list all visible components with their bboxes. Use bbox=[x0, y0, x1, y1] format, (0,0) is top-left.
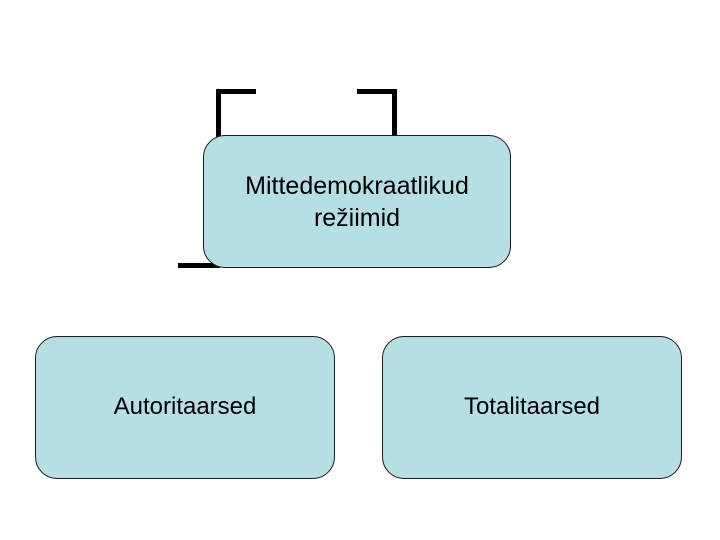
node-top-label: Mittedemokraatlikud režiimid bbox=[245, 171, 469, 232]
node-left-label: Autoritaarsed bbox=[113, 393, 257, 421]
top-right-bracket-connector bbox=[357, 89, 397, 137]
node-mittedemokraatlikud-reziimid[interactable]: Mittedemokraatlikud režiimid bbox=[203, 135, 511, 268]
node-right-label: Totalitaarsed bbox=[463, 393, 601, 421]
node-autoritaarsed[interactable]: Autoritaarsed bbox=[35, 336, 335, 479]
node-totalitaarsed[interactable]: Totalitaarsed bbox=[382, 336, 682, 479]
top-left-bracket-connector bbox=[216, 89, 256, 137]
